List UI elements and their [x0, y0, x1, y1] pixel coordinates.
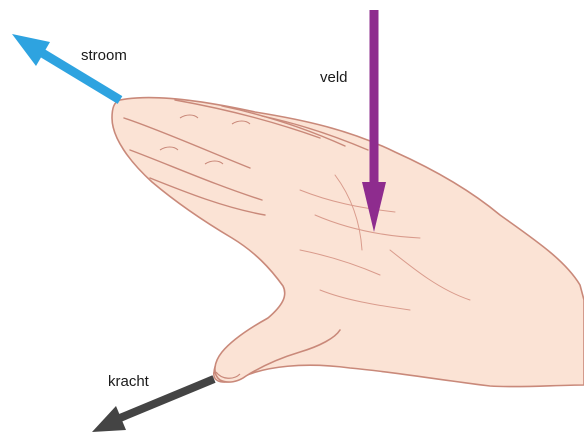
field-label: veld	[320, 69, 348, 86]
current-label: stroom	[81, 47, 127, 64]
force-label: kracht	[108, 373, 150, 390]
current-arrow	[12, 34, 120, 100]
hand-icon	[112, 98, 584, 387]
